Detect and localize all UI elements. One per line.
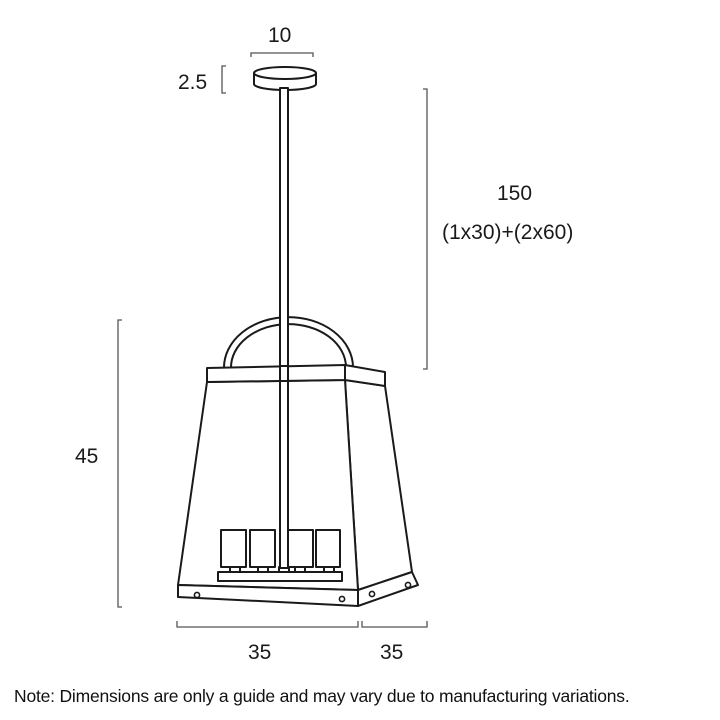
label-drop-rods: (1x30)+(2x60)	[442, 221, 574, 244]
dim-canopy-height-bracket	[221, 65, 226, 94]
rivet	[338, 595, 346, 603]
label-canopy-height: 2.5	[178, 71, 208, 94]
candle-cup-4	[315, 529, 341, 568]
label-side-width: 35	[380, 641, 404, 664]
dimension-lines	[117, 52, 428, 628]
label-front-width: 35	[248, 641, 272, 664]
candle-cup-2	[249, 529, 276, 568]
dim-canopy-width-bracket	[250, 52, 314, 57]
suspension-rod-lower	[279, 379, 289, 569]
rivet	[404, 581, 412, 589]
rivet	[368, 590, 376, 598]
dim-side-width-bracket	[361, 621, 428, 628]
candle-cup-3	[287, 529, 314, 568]
candle-cup-1	[220, 529, 247, 568]
dim-body-height-bracket	[117, 319, 122, 608]
candle-base-plate	[217, 571, 343, 582]
dim-front-width-bracket	[176, 621, 359, 628]
ceiling-canopy-top	[253, 66, 317, 80]
lantern	[177, 66, 419, 607]
label-drop-length: 150	[497, 182, 533, 205]
top-band-front	[206, 364, 346, 383]
label-canopy-width: 10	[268, 24, 292, 47]
rivet	[193, 591, 201, 599]
disclaimer-note: Note: Dimensions are only a guide and ma…	[14, 686, 630, 706]
dim-drop-bracket	[423, 88, 428, 370]
top-band-side	[344, 364, 386, 387]
bottom-band-side	[357, 571, 419, 607]
label-body-height: 45	[75, 445, 99, 468]
suspension-rod-band	[279, 365, 289, 382]
